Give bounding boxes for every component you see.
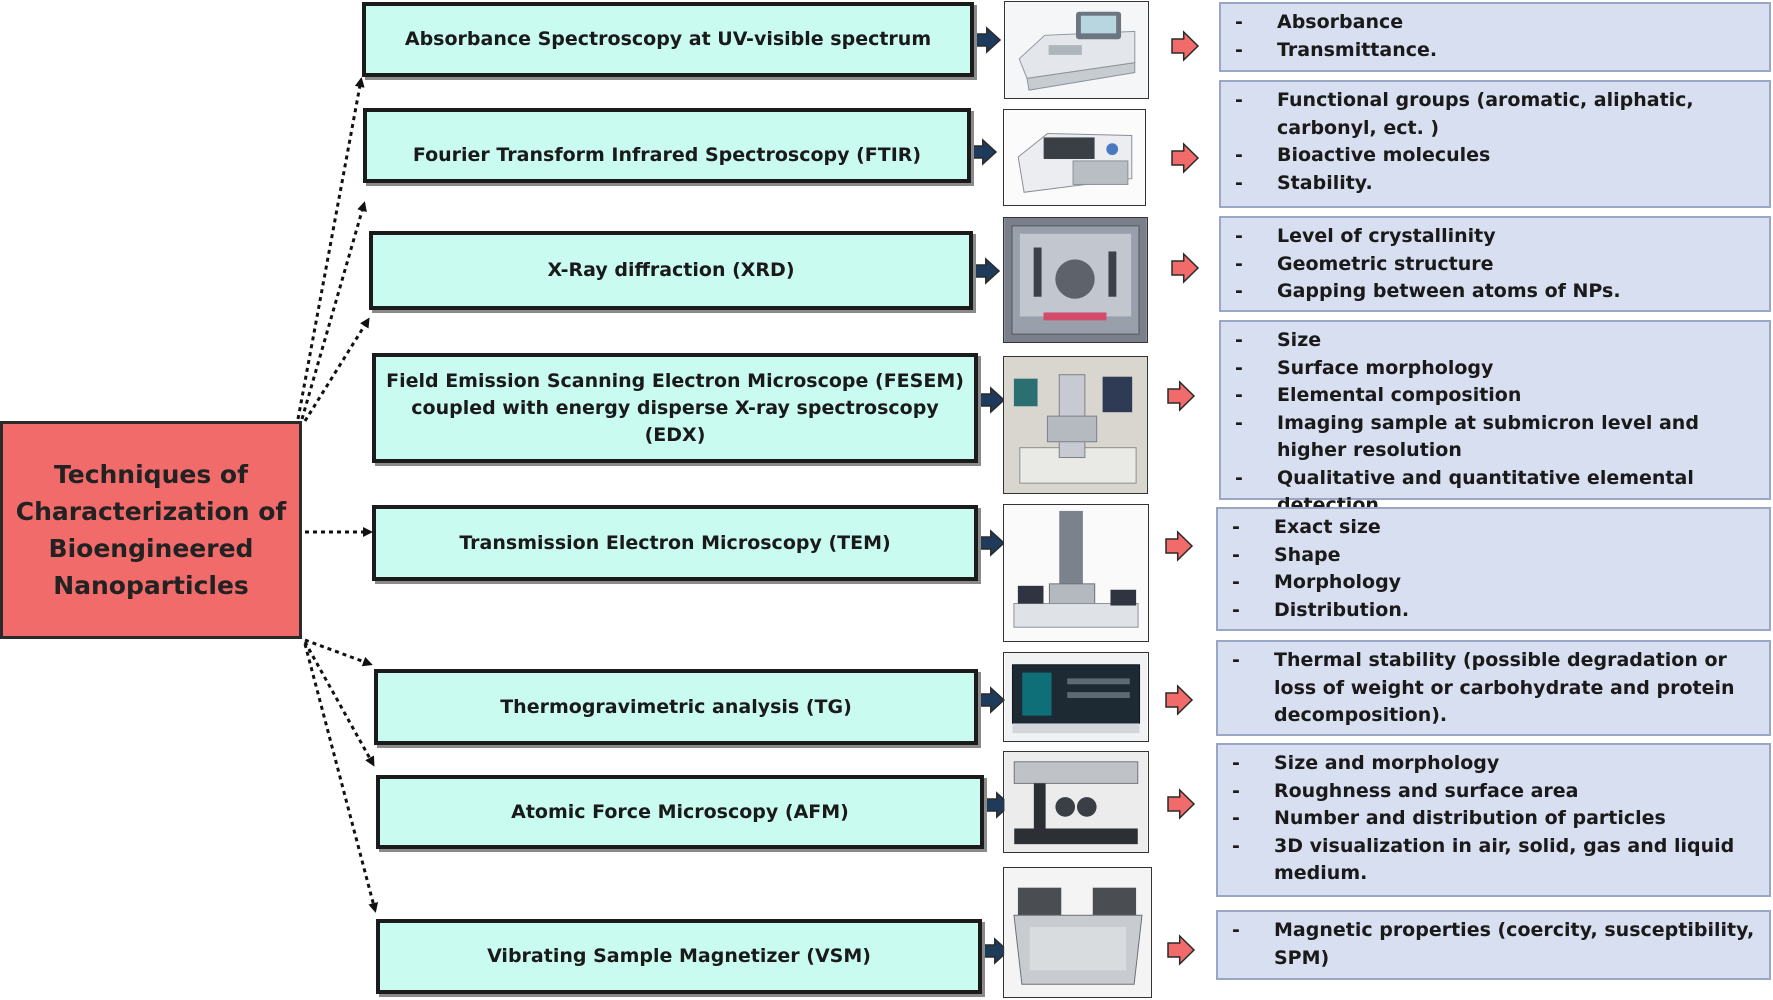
result-box-vsm: Magnetic properties (coercity, susceptib… — [1216, 910, 1771, 980]
result-arrow-icon — [1171, 252, 1200, 284]
connector-arrow-icon — [979, 529, 1006, 557]
result-item: Size and morphology — [1232, 750, 1759, 778]
result-list: Functional groups (aromatic, aliphatic, … — [1235, 87, 1759, 197]
result-item: Distribution. — [1232, 597, 1759, 625]
connector-arrow-icon — [974, 257, 1001, 285]
technique-box-afm: Atomic Force Microscopy (AFM) — [376, 775, 984, 849]
technique-label: Atomic Force Microscopy (AFM) — [511, 800, 849, 823]
result-list: Magnetic properties (coercity, susceptib… — [1232, 917, 1759, 972]
result-item: Surface morphology — [1235, 355, 1759, 383]
dotted-arrow-uv — [296, 77, 365, 420]
result-item: Roughness and surface area — [1232, 778, 1759, 806]
result-item: Elemental composition — [1235, 382, 1759, 410]
fesem-microscope-icon — [1003, 356, 1148, 494]
result-item: Level of crystallinity — [1235, 223, 1759, 251]
vsm-magnetometer-icon — [1003, 867, 1152, 998]
technique-label: Field Emission Scanning Electron Microsc… — [386, 369, 964, 446]
result-box-tem: Exact sizeShapeMorphologyDistribution. — [1216, 507, 1771, 631]
result-item: Functional groups (aromatic, aliphatic, … — [1235, 87, 1759, 142]
result-item: Geometric structure — [1235, 251, 1759, 279]
result-box-xrd: Level of crystallinityGeometric structur… — [1219, 216, 1771, 312]
result-item: Transmittance. — [1235, 37, 1759, 65]
technique-box-vsm: Vibrating Sample Magnetizer (VSM) — [376, 919, 982, 994]
root-line-2: Characterization of — [15, 497, 287, 526]
dotted-arrow-vsm — [303, 643, 379, 913]
afm-microscope-icon — [1003, 751, 1149, 853]
connector-arrow-icon — [983, 937, 1010, 965]
root-line-3: Bioengineered — [48, 534, 254, 563]
technique-box-xrd: X-Ray diffraction (XRD) — [369, 231, 973, 310]
result-list: Exact sizeShapeMorphologyDistribution. — [1232, 514, 1759, 624]
technique-label: Thermogravimetric analysis (TG) — [500, 695, 852, 718]
result-item: Size — [1235, 327, 1759, 355]
technique-label: X-Ray diffraction (XRD) — [547, 259, 795, 281]
technique-box-tem: Transmission Electron Microscopy (TEM) — [372, 505, 978, 581]
result-arrow-icon — [1167, 788, 1196, 820]
result-item: Gapping between atoms of NPs. — [1235, 278, 1759, 306]
result-item: Magnetic properties (coercity, susceptib… — [1232, 917, 1759, 972]
result-item: Number and distribution of particles — [1232, 805, 1759, 833]
connector-arrow-icon — [979, 386, 1006, 414]
result-box-tg: Thermal stability (possible degradation … — [1216, 640, 1771, 736]
result-arrow-icon — [1165, 684, 1194, 716]
result-box-uv-vis: AbsorbanceTransmittance. — [1219, 2, 1771, 72]
result-item: Shape — [1232, 542, 1759, 570]
block-arrows — [971, 26, 1200, 966]
result-item: Stability. — [1235, 170, 1759, 198]
dotted-arrow-ftir — [300, 201, 367, 420]
result-list: Level of crystallinityGeometric structur… — [1235, 223, 1759, 306]
result-list: Thermal stability (possible degradation … — [1232, 647, 1759, 730]
result-box-ftir: Functional groups (aromatic, aliphatic, … — [1219, 80, 1771, 208]
root-node-techniques: Techniques of Characterization of Bioeng… — [0, 421, 302, 639]
thermogravimetric-analyzer-icon — [1003, 652, 1149, 742]
result-arrow-icon — [1167, 934, 1196, 966]
tem-microscope-icon — [1003, 504, 1149, 642]
result-arrow-icon — [1165, 530, 1194, 562]
result-item: Morphology — [1232, 569, 1759, 597]
technique-label: Fourier Transform Infrared Spectroscopy … — [412, 144, 922, 166]
result-list: SizeSurface morphologyElemental composit… — [1235, 327, 1759, 520]
root-line-4: Nanoparticles — [53, 571, 249, 600]
connector-arrow-icon — [975, 26, 1002, 54]
uv-vis-spectrophotometer-icon — [1004, 1, 1149, 99]
result-item: Exact size — [1232, 514, 1759, 542]
dotted-connectors — [296, 77, 379, 913]
result-item: Thermal stability (possible degradation … — [1232, 647, 1759, 730]
xrd-diffractometer-icon — [1003, 217, 1148, 343]
technique-box-ftir: Fourier Transform Infrared Spectroscopy … — [363, 108, 971, 183]
result-item: Absorbance — [1235, 9, 1759, 37]
root-line-1: Techniques of — [54, 460, 248, 489]
result-list: Size and morphologyRoughness and surface… — [1232, 750, 1759, 888]
technique-label: Vibrating Sample Magnetizer (VSM) — [487, 945, 871, 967]
technique-label: Transmission Electron Microscopy (TEM) — [459, 531, 891, 554]
dotted-arrow-tg — [304, 638, 373, 667]
technique-box-fesem: Field Emission Scanning Electron Microsc… — [372, 353, 978, 463]
result-arrow-icon — [1171, 30, 1200, 62]
result-list: AbsorbanceTransmittance. — [1235, 9, 1759, 64]
technique-box-uv-vis: Absorbance Spectroscopy at UV-visible sp… — [362, 2, 974, 77]
dotted-arrow-xrd — [303, 317, 370, 422]
technique-box-tg: Thermogravimetric analysis (TG) — [374, 669, 978, 745]
result-item: 3D visualization in air, solid, gas and … — [1232, 833, 1759, 888]
result-item: Bioactive molecules — [1235, 142, 1759, 170]
connector-arrow-icon — [971, 138, 998, 166]
root-node-text: Techniques of Characterization of Bioeng… — [16, 456, 287, 604]
result-arrow-icon — [1171, 142, 1200, 174]
technique-label: Absorbance Spectroscopy at UV-visible sp… — [404, 28, 932, 50]
connector-arrow-icon — [979, 686, 1006, 714]
result-box-afm: Size and morphologyRoughness and surface… — [1216, 743, 1771, 897]
result-item: Imaging sample at submicron level and hi… — [1235, 410, 1759, 465]
dotted-arrow-afm — [303, 641, 375, 767]
result-arrow-icon — [1167, 380, 1196, 412]
result-box-fesem: SizeSurface morphologyElemental composit… — [1219, 320, 1771, 516]
ftir-spectrometer-icon — [1003, 109, 1146, 206]
